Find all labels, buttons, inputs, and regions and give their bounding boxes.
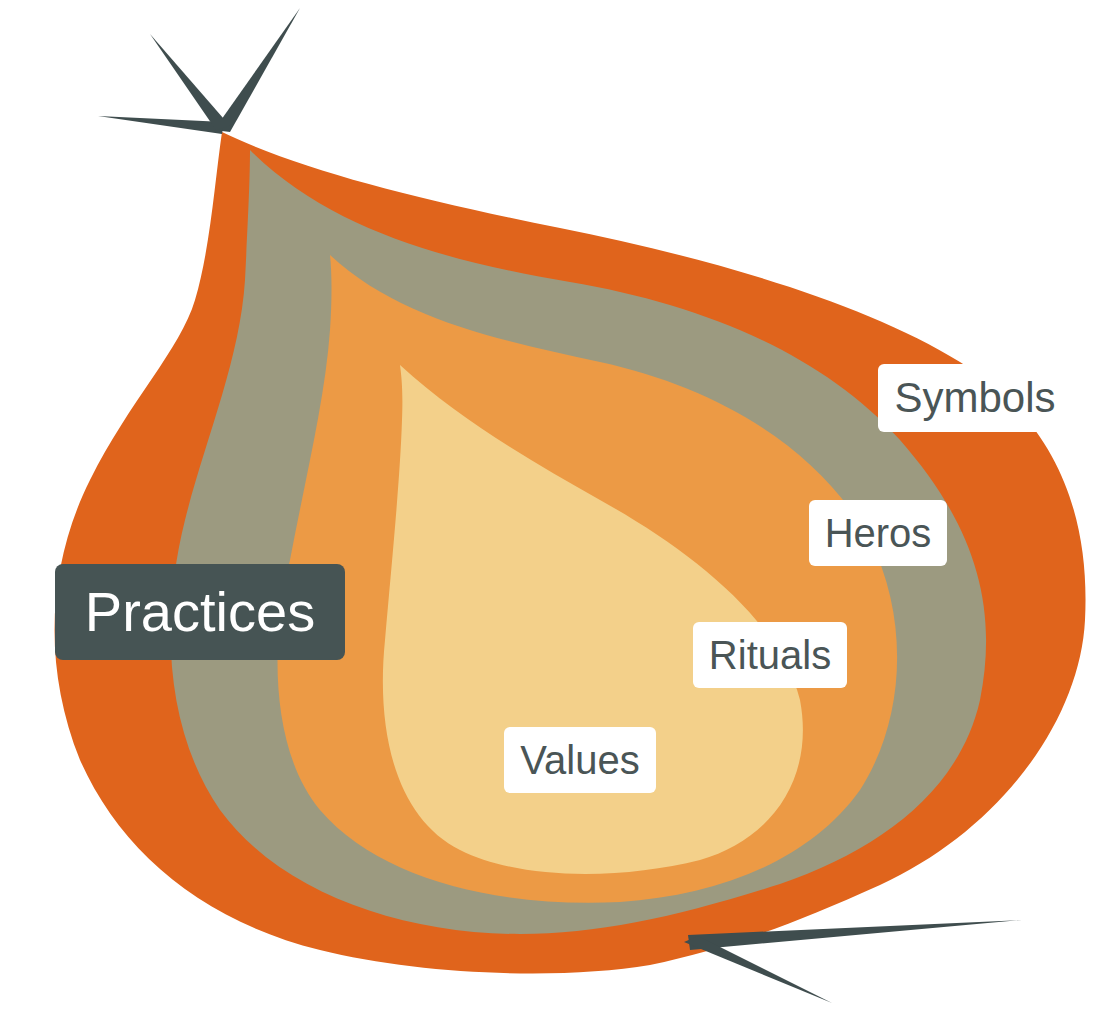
arrow-spike [98,116,224,134]
layer-label: Rituals [693,622,847,688]
layer-shape [383,365,803,874]
onion-layer: HerosRitualsValues [150,145,1010,945]
layer-shape [278,255,898,903]
arrow-spike-group [98,8,1022,1003]
arrow-spike [684,936,832,1003]
layer-label: Heros [809,500,948,566]
layer-label: Symbols [878,364,1071,432]
onion-layer: SymbolsHerosRitualsValues [40,125,1095,985]
onion-layer: RitualsValues [262,250,912,910]
layer-shape [55,132,1086,973]
arrow-spike [688,920,1022,950]
layer-shape [171,150,986,934]
arrow-spike [214,8,300,132]
practices-box: Practices [55,564,345,659]
arrow-spike [150,34,230,130]
layer-label: Values [504,727,655,793]
practices-label: Practices [85,578,315,645]
